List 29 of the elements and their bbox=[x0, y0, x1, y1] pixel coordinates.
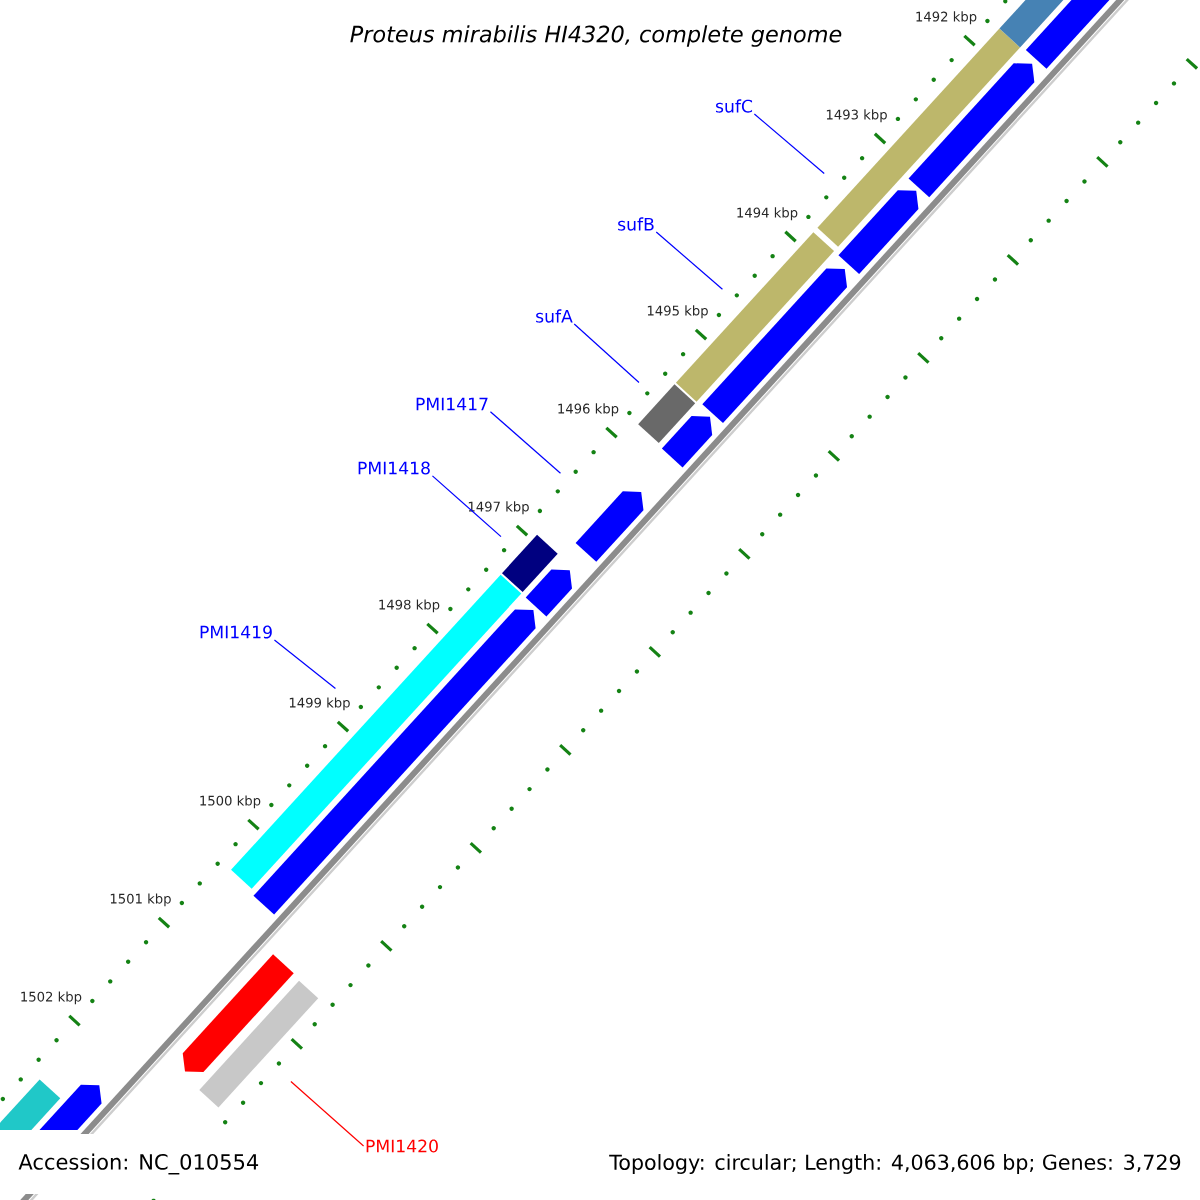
gene-feature bbox=[199, 980, 319, 1108]
gene-feature bbox=[575, 491, 644, 562]
title: Proteus mirabilis HI4320, complete genome bbox=[350, 25, 842, 47]
gene-feature bbox=[525, 569, 572, 617]
gene-feature bbox=[502, 534, 558, 593]
leader-line bbox=[431, 475, 502, 538]
gene-feature bbox=[0, 1079, 61, 1130]
leader-line bbox=[489, 411, 562, 474]
accession-text: Accession: NC_010554 bbox=[0, 1134, 278, 1194]
gene-feature bbox=[838, 190, 919, 274]
gene-label: sufB bbox=[618, 217, 654, 231]
leader-line bbox=[573, 323, 640, 384]
gene-label: PMI1419 bbox=[200, 625, 272, 639]
gene-label: PMI1418 bbox=[358, 461, 430, 475]
gene-label: PMI1420 bbox=[366, 1139, 438, 1153]
gene-feature bbox=[638, 384, 696, 443]
leader-line bbox=[290, 1080, 365, 1147]
gene-feature bbox=[182, 954, 294, 1073]
gene-label: PMI1417 bbox=[416, 397, 488, 411]
gene-label: sufC bbox=[716, 99, 753, 113]
gene-feature bbox=[675, 232, 835, 402]
gene-feature bbox=[661, 416, 713, 468]
topology-text: Topology: circular; Length: 4,063,606 bp; Genes: 3,729 bbox=[609, 1154, 1181, 1174]
gene-feature bbox=[908, 63, 1035, 198]
gene-feature bbox=[999, 0, 1064, 48]
gene-feature bbox=[1025, 0, 1110, 69]
gene-feature bbox=[39, 1084, 102, 1130]
gene-label: sufA bbox=[536, 309, 573, 323]
leader-line bbox=[273, 639, 337, 690]
